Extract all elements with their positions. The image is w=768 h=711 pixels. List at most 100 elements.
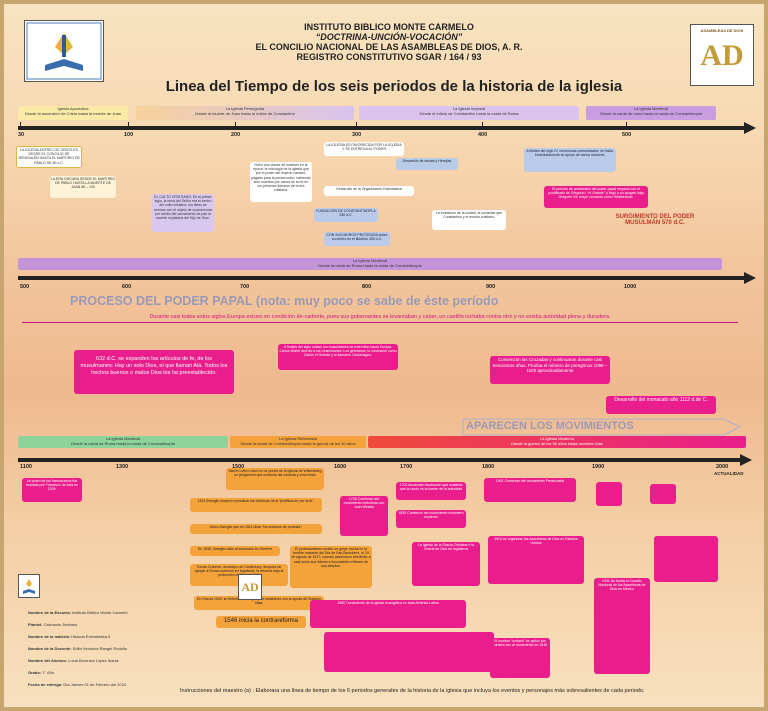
charlemagne-box: A finales del siglo octavo los musulmane… xyxy=(278,344,398,370)
event-box: FUNDACIÓN DE CONSTANTINOPLA 330 d.C. xyxy=(314,208,378,222)
event-box: El protestantismo recibió un golpe morta… xyxy=(290,546,372,588)
timeline-3-arrow xyxy=(740,454,752,466)
ad-logo-caption: ASAMBLEAS DE DIOS xyxy=(700,28,744,33)
year-label: 2000 xyxy=(716,464,729,470)
teacher-instructions: Instrucciones del maestro (a) : Elaborar… xyxy=(180,688,645,694)
date-field: Fecha de entrega: Día Jueves 01 de Febre… xyxy=(28,682,127,687)
event-box: Desarrollo de la Organización Eclesiásti… xyxy=(324,186,414,196)
page-title: Linea del Tiempo de los seis periodos de… xyxy=(165,78,623,95)
year-label: 300 xyxy=(352,132,362,138)
year-label: 1700 xyxy=(400,464,413,470)
year-label: 600 xyxy=(122,284,132,290)
year-label: 200 xyxy=(231,132,241,138)
header-line-3: EL CONCILIO NACIONAL DE LAS ASAMBLEAS DE… xyxy=(255,42,523,52)
year-label: 1100 xyxy=(20,464,32,470)
year-label: 400 xyxy=(478,132,488,138)
year-label: 30 xyxy=(18,132,25,138)
ad-mark-small: AD xyxy=(241,580,259,594)
school-field: Nombre de la Escuela: Instituto Bíblico … xyxy=(28,610,128,615)
event-box: 1738 Comienzo del movimiento metodista c… xyxy=(340,496,388,536)
grade-field: Grado: 1° Año xyxy=(28,670,55,675)
event-box: La orden de los franciscanos fue fundada… xyxy=(22,478,82,502)
muslim-articles-box: 632 d.C. se expanden los artículos de fe… xyxy=(74,350,234,394)
ad-logo-right: ASAMBLEAS DE DIOS AD xyxy=(690,24,754,86)
year-label: 800 xyxy=(362,284,372,290)
header-line-2: “DOCTRINA-UNCIÓN-VOCACIÓN” xyxy=(315,32,463,42)
muslim-power-label: SURGIMIENTO DEL PODER MUSULMÁN 570 d.C. xyxy=(615,214,695,226)
event-box: La fundación de la ciudad, la sociedad q… xyxy=(432,210,506,230)
year-label: 1600 xyxy=(334,464,347,470)
monasticism-box: Desarrollo del monacato año 1112 d.de C. xyxy=(606,396,716,414)
event-box: A finales del siglo IV, numerosas comuni… xyxy=(524,148,616,172)
teacher-field: Nombre de la Docente: Edith Verónica Ran… xyxy=(28,646,128,651)
event-box: LA IGLESIA ES FAVORECIDA POR LA IGLESIA … xyxy=(324,142,404,156)
event-box xyxy=(654,536,718,582)
timeline-1-axis xyxy=(18,126,744,130)
tick xyxy=(128,122,129,130)
event-box: 1960 Crecimiento de la iglesia evangélic… xyxy=(310,600,466,628)
student-field: Nombre del Alumno: Lucia Berenice López … xyxy=(28,658,119,663)
event-box xyxy=(596,482,622,506)
present-label: ACTUALIDAD xyxy=(714,471,744,476)
tick xyxy=(626,122,627,130)
timeline-2-axis xyxy=(18,276,744,280)
event-box: EL CULTO CRISTIANO: En el primer siglo, … xyxy=(152,194,214,232)
event-box: 1700 Ascienden Ilustración que sostenía … xyxy=(396,482,466,500)
movements-banner: APARECEN LOS MOVIMIENTOS xyxy=(462,418,742,436)
tick xyxy=(356,122,357,130)
footer-logo-right: AD xyxy=(238,574,262,600)
tick xyxy=(20,122,21,130)
year-label: 1800 xyxy=(482,464,495,470)
event-box: Hubo dos clases de mártires en la época:… xyxy=(250,162,312,202)
movements-text: APARECEN LOS MOVIMIENTOS xyxy=(466,420,634,432)
event-box: CON SUS MUROS PROTEGIDA sobre su centro … xyxy=(324,232,390,246)
tick xyxy=(235,122,236,130)
year-label: 1300 xyxy=(116,464,129,470)
event-box: El nombre “unitario” se aplicó por prime… xyxy=(490,638,550,678)
timeline-3-axis xyxy=(18,458,740,462)
year-label: 700 xyxy=(240,284,250,290)
bible-logo-left xyxy=(24,20,104,82)
event-box xyxy=(324,632,494,672)
year-label: 100 xyxy=(124,132,134,138)
event-box: LA ERA OSCURA DESDE EL MARTIRIO DE PABLO… xyxy=(50,176,116,198)
ad-logo-mark: AD xyxy=(700,39,744,72)
year-label: 1900 xyxy=(592,464,605,470)
papal-power-subheading: Durante casi todos estos siglos Europa e… xyxy=(22,314,738,323)
campus-field: Plantel: Calzonzin Jiménez xyxy=(28,622,78,627)
event-box: El periodo de predominio del poder papal… xyxy=(544,186,648,208)
year-label: 900 xyxy=(486,284,496,290)
event-box: 1830 Comienzo del movimiento misionero m… xyxy=(396,510,466,528)
event-box: Martín Lutero clavó en la puerta de la I… xyxy=(226,468,324,490)
tick xyxy=(482,122,483,130)
year-label: 500 xyxy=(622,132,632,138)
counter-reform-box: 1546 inicia la contrareforma xyxy=(216,616,306,628)
event-box: LA IGLESIA ENTRE LOS GENTILES DESDE EL C… xyxy=(16,146,82,168)
event-box: 1931 Se funda el Concilio Nacional de la… xyxy=(594,578,650,674)
header-line-4: REGISTRO CONSTITUTIVO SGAR / 164 / 93 xyxy=(296,52,482,62)
event-box xyxy=(650,484,676,504)
arrow-banner-icon xyxy=(462,418,742,436)
event-box: La Iglesia de la Gracia Cristiana e la G… xyxy=(412,542,480,586)
event-box: 1914 se organizan las Asambleas de Dios … xyxy=(488,536,584,584)
event-box: Desarrollo de sectas y Herejías xyxy=(396,158,458,170)
timeline-2-arrow xyxy=(744,272,756,284)
bible-icon xyxy=(26,22,102,80)
papal-power-heading: PROCESO DEL PODER PAPAL (nota: muy poco … xyxy=(70,294,499,308)
bible-icon xyxy=(23,579,35,594)
header-line-1: INSTITUTO BIBLICO MONTE CARMELO xyxy=(304,22,474,32)
year-label: 1500 xyxy=(232,464,245,470)
crusades-box: Comienzan las Cruzadas y continuaron dur… xyxy=(490,356,610,384)
event-box: En 1536, Zwinglio salió al escenario en … xyxy=(190,546,280,556)
event-box: 1901 Comienzo del movimiento Pentecostal xyxy=(484,478,576,502)
event-box: Ulrico Zwinglio que en 1511 dicta “los a… xyxy=(190,524,322,534)
footer-logo-left xyxy=(18,574,40,598)
year-label: 1000 xyxy=(624,284,637,290)
